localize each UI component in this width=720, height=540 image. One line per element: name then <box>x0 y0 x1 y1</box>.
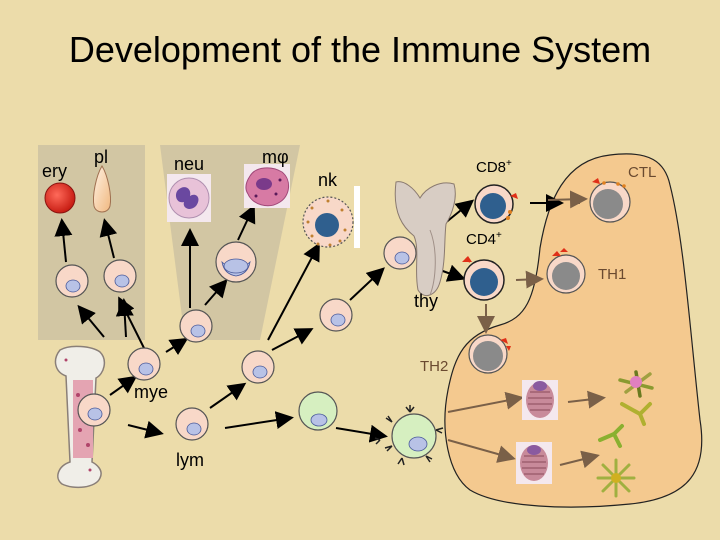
label-th2: TH2 <box>420 358 448 375</box>
granulocyte-precursor-cell <box>179 309 213 343</box>
myeloid-progenitor-cell <box>127 347 161 381</box>
lymphoid-tissue-region <box>444 153 703 508</box>
ctl-cell <box>589 178 631 223</box>
label-lym: lym <box>176 450 204 470</box>
b-cell-precursor <box>298 391 338 431</box>
lymphoid-precursor-cell <box>241 350 275 384</box>
slide-title: Development of the Immune System <box>68 29 652 70</box>
thymocyte-cell <box>383 236 417 270</box>
erythroid-precursor-cell <box>55 264 89 298</box>
th1-cell <box>546 248 586 294</box>
plasma-cell-2 <box>516 442 552 484</box>
antibody-complex-1 <box>618 370 654 398</box>
label-cd4: CD4+ <box>466 230 502 248</box>
thymus-image <box>394 181 456 297</box>
label-mphi: mφ <box>262 147 289 167</box>
megakaryocyte-precursor-cell <box>103 259 137 293</box>
label-thy: thy <box>414 291 438 311</box>
progenitor-cells <box>55 236 417 441</box>
neutrophil-image <box>167 174 211 222</box>
macrophage-image <box>244 164 290 208</box>
antibody-2 <box>620 402 652 426</box>
nk-cell <box>302 186 360 248</box>
erythrocyte-cell <box>44 182 76 214</box>
b-cell-mature <box>374 405 444 466</box>
lymphoid-progenitor-cell <box>175 407 209 441</box>
label-mye: mye <box>134 382 168 402</box>
arrows-brown <box>447 190 606 469</box>
bone-marrow-stem-cell <box>77 393 111 427</box>
label-nk: nk <box>318 170 338 190</box>
label-ery: ery <box>42 161 67 181</box>
label-pl: pl <box>94 147 108 167</box>
label-cd8: CD8+ <box>476 158 512 176</box>
monocyte-cell <box>215 241 257 283</box>
th2-cell <box>468 334 511 374</box>
antibody-pentamer <box>596 458 636 498</box>
label-neu: neu <box>174 154 204 174</box>
t-cell-precursor-cell <box>319 298 353 332</box>
antibody-3 <box>598 424 624 448</box>
cd8-t-cell <box>474 184 518 224</box>
label-th1: TH1 <box>598 266 626 283</box>
plasma-cell-1 <box>522 380 558 420</box>
label-ctl: CTL <box>628 164 656 181</box>
platelet-cell <box>93 165 111 213</box>
cd4-t-cell <box>462 256 505 301</box>
